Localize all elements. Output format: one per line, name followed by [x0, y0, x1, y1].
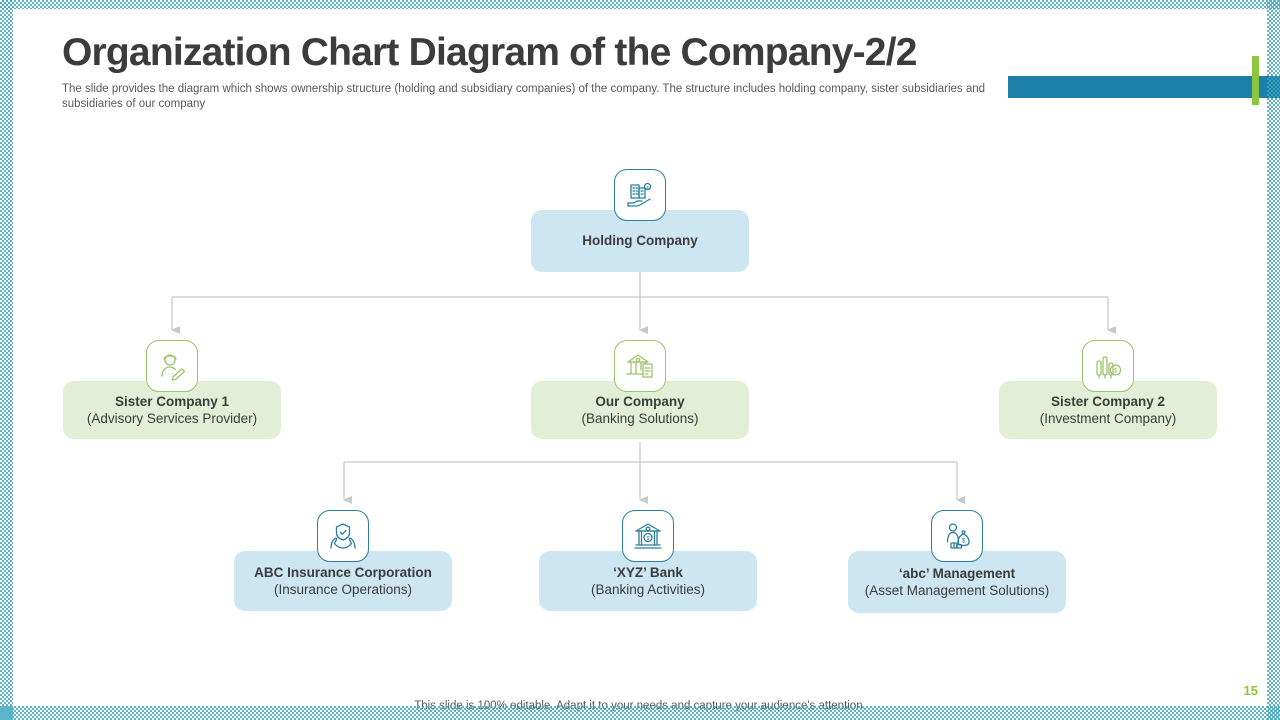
header-accent-bar [1008, 76, 1280, 98]
node-our-company-subtitle: (Banking Solutions) [581, 411, 699, 427]
node-xyz-bank-subtitle: (Banking Activities) [590, 582, 706, 598]
advisor-person-icon [146, 340, 198, 392]
person-money-bag-icon: $ [931, 510, 983, 562]
node-our-company-box[interactable]: Our Company (Banking Solutions) [531, 381, 749, 439]
node-sister-company-2-title: Sister Company 2 [1050, 393, 1166, 409]
header-accent-stripe [1252, 56, 1259, 105]
node-abc-management-subtitle: (Asset Management Solutions) [864, 583, 1050, 599]
node-our-company-title: Our Company [595, 393, 685, 409]
node-sister-company-1-subtitle: (Advisory Services Provider) [86, 411, 258, 427]
node-sister-company-2-subtitle: (Investment Company) [1039, 411, 1177, 427]
page-subtitle: The slide provides the diagram which sho… [62, 82, 986, 111]
investment-chart-icon: $ [1082, 340, 1134, 392]
slide-header: Organization Chart Diagram of the Compan… [62, 31, 1022, 113]
node-xyz-bank-title: ‘XYZ’ Bank [613, 564, 683, 580]
svg-text:$: $ [646, 185, 649, 190]
svg-text:$: $ [1114, 368, 1118, 374]
page-number: 15 [1243, 683, 1258, 698]
node-abc-insurance-title: ABC Insurance Corporation [254, 564, 432, 580]
shield-in-hands-icon [317, 510, 369, 562]
node-abc-insurance-box[interactable]: ABC Insurance Corporation (Insurance Ope… [234, 551, 452, 611]
bank-building-icon: $ [622, 510, 674, 562]
buildings-on-hand-icon: $ [614, 169, 666, 221]
footer-note: This slide is 100% editable. Adapt it to… [414, 700, 866, 712]
svg-text:$: $ [962, 539, 966, 545]
node-abc-insurance-subtitle: (Insurance Operations) [273, 582, 413, 598]
node-sister-company-1-title: Sister Company 1 [114, 393, 230, 409]
node-holding-company-title: Holding Company [582, 233, 698, 249]
bank-document-icon [614, 340, 666, 392]
svg-text:$: $ [646, 536, 649, 542]
node-abc-management-title: ‘abc’ Management [898, 565, 1016, 581]
page-title: Organization Chart Diagram of the Compan… [62, 31, 917, 74]
